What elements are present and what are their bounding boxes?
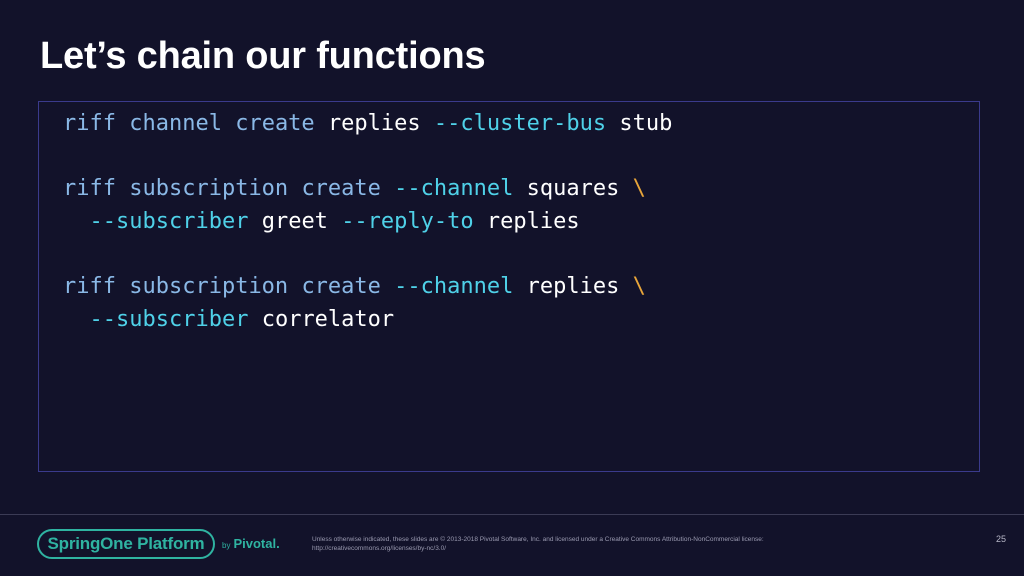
verb: create bbox=[235, 111, 315, 136]
command: riff bbox=[63, 176, 116, 201]
flag: --subscriber bbox=[89, 209, 249, 234]
code-block: riff channel create replies --cluster-bu… bbox=[38, 101, 980, 472]
argument: replies bbox=[327, 111, 421, 136]
flag: --channel bbox=[394, 274, 514, 299]
flag-value: replies bbox=[526, 274, 620, 299]
code-line-5: --subscriber correlator bbox=[63, 306, 395, 334]
subcommand: subscription bbox=[129, 274, 289, 299]
verb: create bbox=[301, 176, 381, 201]
code-line-1: riff channel create replies --cluster-bu… bbox=[63, 110, 672, 138]
flag: --subscriber bbox=[89, 307, 249, 332]
springone-logo: SpringOne Platform bbox=[37, 529, 215, 559]
logo-text: SpringOne Platform bbox=[47, 534, 205, 553]
pivotal-logo: by Pivotal. bbox=[222, 536, 280, 551]
page-number: 25 bbox=[996, 534, 1007, 544]
license-text: Unless otherwise indicated, these slides… bbox=[312, 536, 764, 552]
command: riff bbox=[63, 111, 116, 136]
footer-divider bbox=[0, 514, 1024, 515]
verb: create bbox=[301, 274, 381, 299]
code-line-3: --subscriber greet --reply-to replies bbox=[63, 208, 580, 236]
slide-title: Let’s chain our functions bbox=[40, 35, 486, 77]
flag: --reply-to bbox=[341, 209, 474, 234]
line-continuation: \ bbox=[632, 274, 646, 299]
flag: --cluster-bus bbox=[433, 111, 607, 136]
flag-value: squares bbox=[526, 176, 620, 201]
code-line-2: riff subscription create --channel squar… bbox=[63, 175, 646, 203]
line-continuation: \ bbox=[632, 176, 646, 201]
subcommand: channel bbox=[129, 111, 222, 136]
command: riff bbox=[63, 274, 116, 299]
flag-value: greet bbox=[261, 209, 328, 234]
code-line-4: riff subscription create --channel repli… bbox=[63, 273, 646, 301]
flag-value: stub bbox=[619, 111, 673, 136]
subcommand: subscription bbox=[129, 176, 289, 201]
brand-label: Pivotal. bbox=[233, 536, 280, 551]
by-label: by bbox=[222, 541, 231, 550]
flag: --channel bbox=[394, 176, 514, 201]
flag-value: correlator bbox=[261, 307, 395, 332]
flag-value: replies bbox=[486, 209, 580, 234]
